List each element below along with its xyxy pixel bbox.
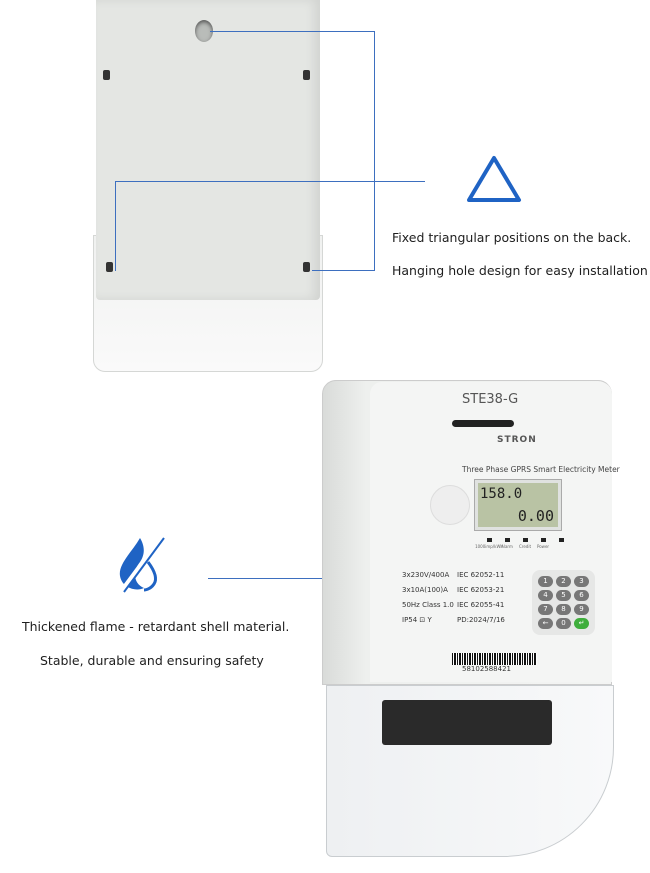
- back-plate: [96, 0, 320, 300]
- led: Credit: [518, 538, 532, 549]
- key-3[interactable]: 3: [574, 576, 589, 587]
- key-6[interactable]: 6: [574, 590, 589, 601]
- spec: PD:2024/7/16: [457, 616, 505, 624]
- callout-line: [312, 270, 375, 271]
- spec: 3x10A(100)A: [402, 586, 448, 594]
- meter-face: [370, 382, 612, 682]
- hanging-hole: [195, 20, 213, 42]
- flame-retardant-drop-icon: [119, 534, 165, 593]
- key-2[interactable]: 2: [556, 576, 571, 587]
- serial-number: 58102588421: [462, 665, 511, 673]
- led: Alarm: [500, 538, 514, 549]
- mount-slot: [106, 262, 113, 272]
- led: 1000imp/kWh: [475, 538, 503, 549]
- meter-back-view: [93, 0, 323, 372]
- optical-port: [430, 485, 470, 525]
- meter-front-view: STE38-G STRON Three Phase GPRS Smart Ele…: [322, 380, 620, 860]
- key-enter[interactable]: ↵: [574, 618, 589, 629]
- key-1[interactable]: 1: [538, 576, 553, 587]
- lcd-reading-1: 158.0: [480, 486, 523, 502]
- led: Power: [536, 538, 550, 549]
- terminal-block: [382, 700, 552, 745]
- caption-hanging-hole: Hanging hole design for easy installatio…: [392, 263, 648, 278]
- callout-line: [208, 578, 396, 579]
- key-5[interactable]: 5: [556, 590, 571, 601]
- specs-left: 3x230V/400A 3x10A(100)A 50Hz Class 1.0 I…: [402, 568, 454, 628]
- model-label: STE38-G: [462, 392, 519, 407]
- mount-slot: [303, 262, 310, 272]
- caption-flame-retardant: Thickened flame - retardant shell materi…: [22, 619, 290, 634]
- card-slot: [452, 420, 514, 427]
- triangle-outline-icon: [467, 156, 521, 202]
- spec: IP54 ⊡ Y: [402, 616, 432, 624]
- indicator-leds: 1000imp/kWh Alarm Credit Power: [475, 538, 568, 549]
- callout-line: [374, 31, 375, 271]
- mount-slot: [103, 70, 110, 80]
- brand-logo: STRON: [497, 435, 537, 445]
- key-0[interactable]: 0: [556, 618, 571, 629]
- key-8[interactable]: 8: [556, 604, 571, 615]
- keypad: 1 2 3 4 5 6 7 8 9 ← 0 ↵: [532, 570, 595, 635]
- callout-line: [115, 181, 116, 271]
- lcd-reading-2: 0.00: [517, 507, 554, 525]
- spec: 3x230V/400A: [402, 571, 450, 579]
- key-9[interactable]: 9: [574, 604, 589, 615]
- led: [554, 538, 568, 549]
- spec: IEC 62055-41: [457, 601, 505, 609]
- meter-subtitle: Three Phase GPRS Smart Electricity Meter: [462, 465, 620, 474]
- callout-line: [210, 31, 375, 32]
- key-4[interactable]: 4: [538, 590, 553, 601]
- barcode: [452, 653, 537, 665]
- spec: 50Hz Class 1.0: [402, 601, 454, 609]
- spec: IEC 62052-11: [457, 571, 505, 579]
- caption-durable: Stable, durable and ensuring safety: [40, 653, 264, 668]
- specs-right: IEC 62052-11 IEC 62053-21 IEC 62055-41 P…: [457, 568, 505, 628]
- lcd-display: 158.0 0.00: [475, 480, 561, 530]
- caption-triangle: Fixed triangular positions on the back.: [392, 230, 632, 245]
- mount-slot: [303, 70, 310, 80]
- callout-line: [115, 181, 425, 182]
- key-back[interactable]: ←: [538, 618, 553, 629]
- key-7[interactable]: 7: [538, 604, 553, 615]
- spec: IEC 62053-21: [457, 586, 505, 594]
